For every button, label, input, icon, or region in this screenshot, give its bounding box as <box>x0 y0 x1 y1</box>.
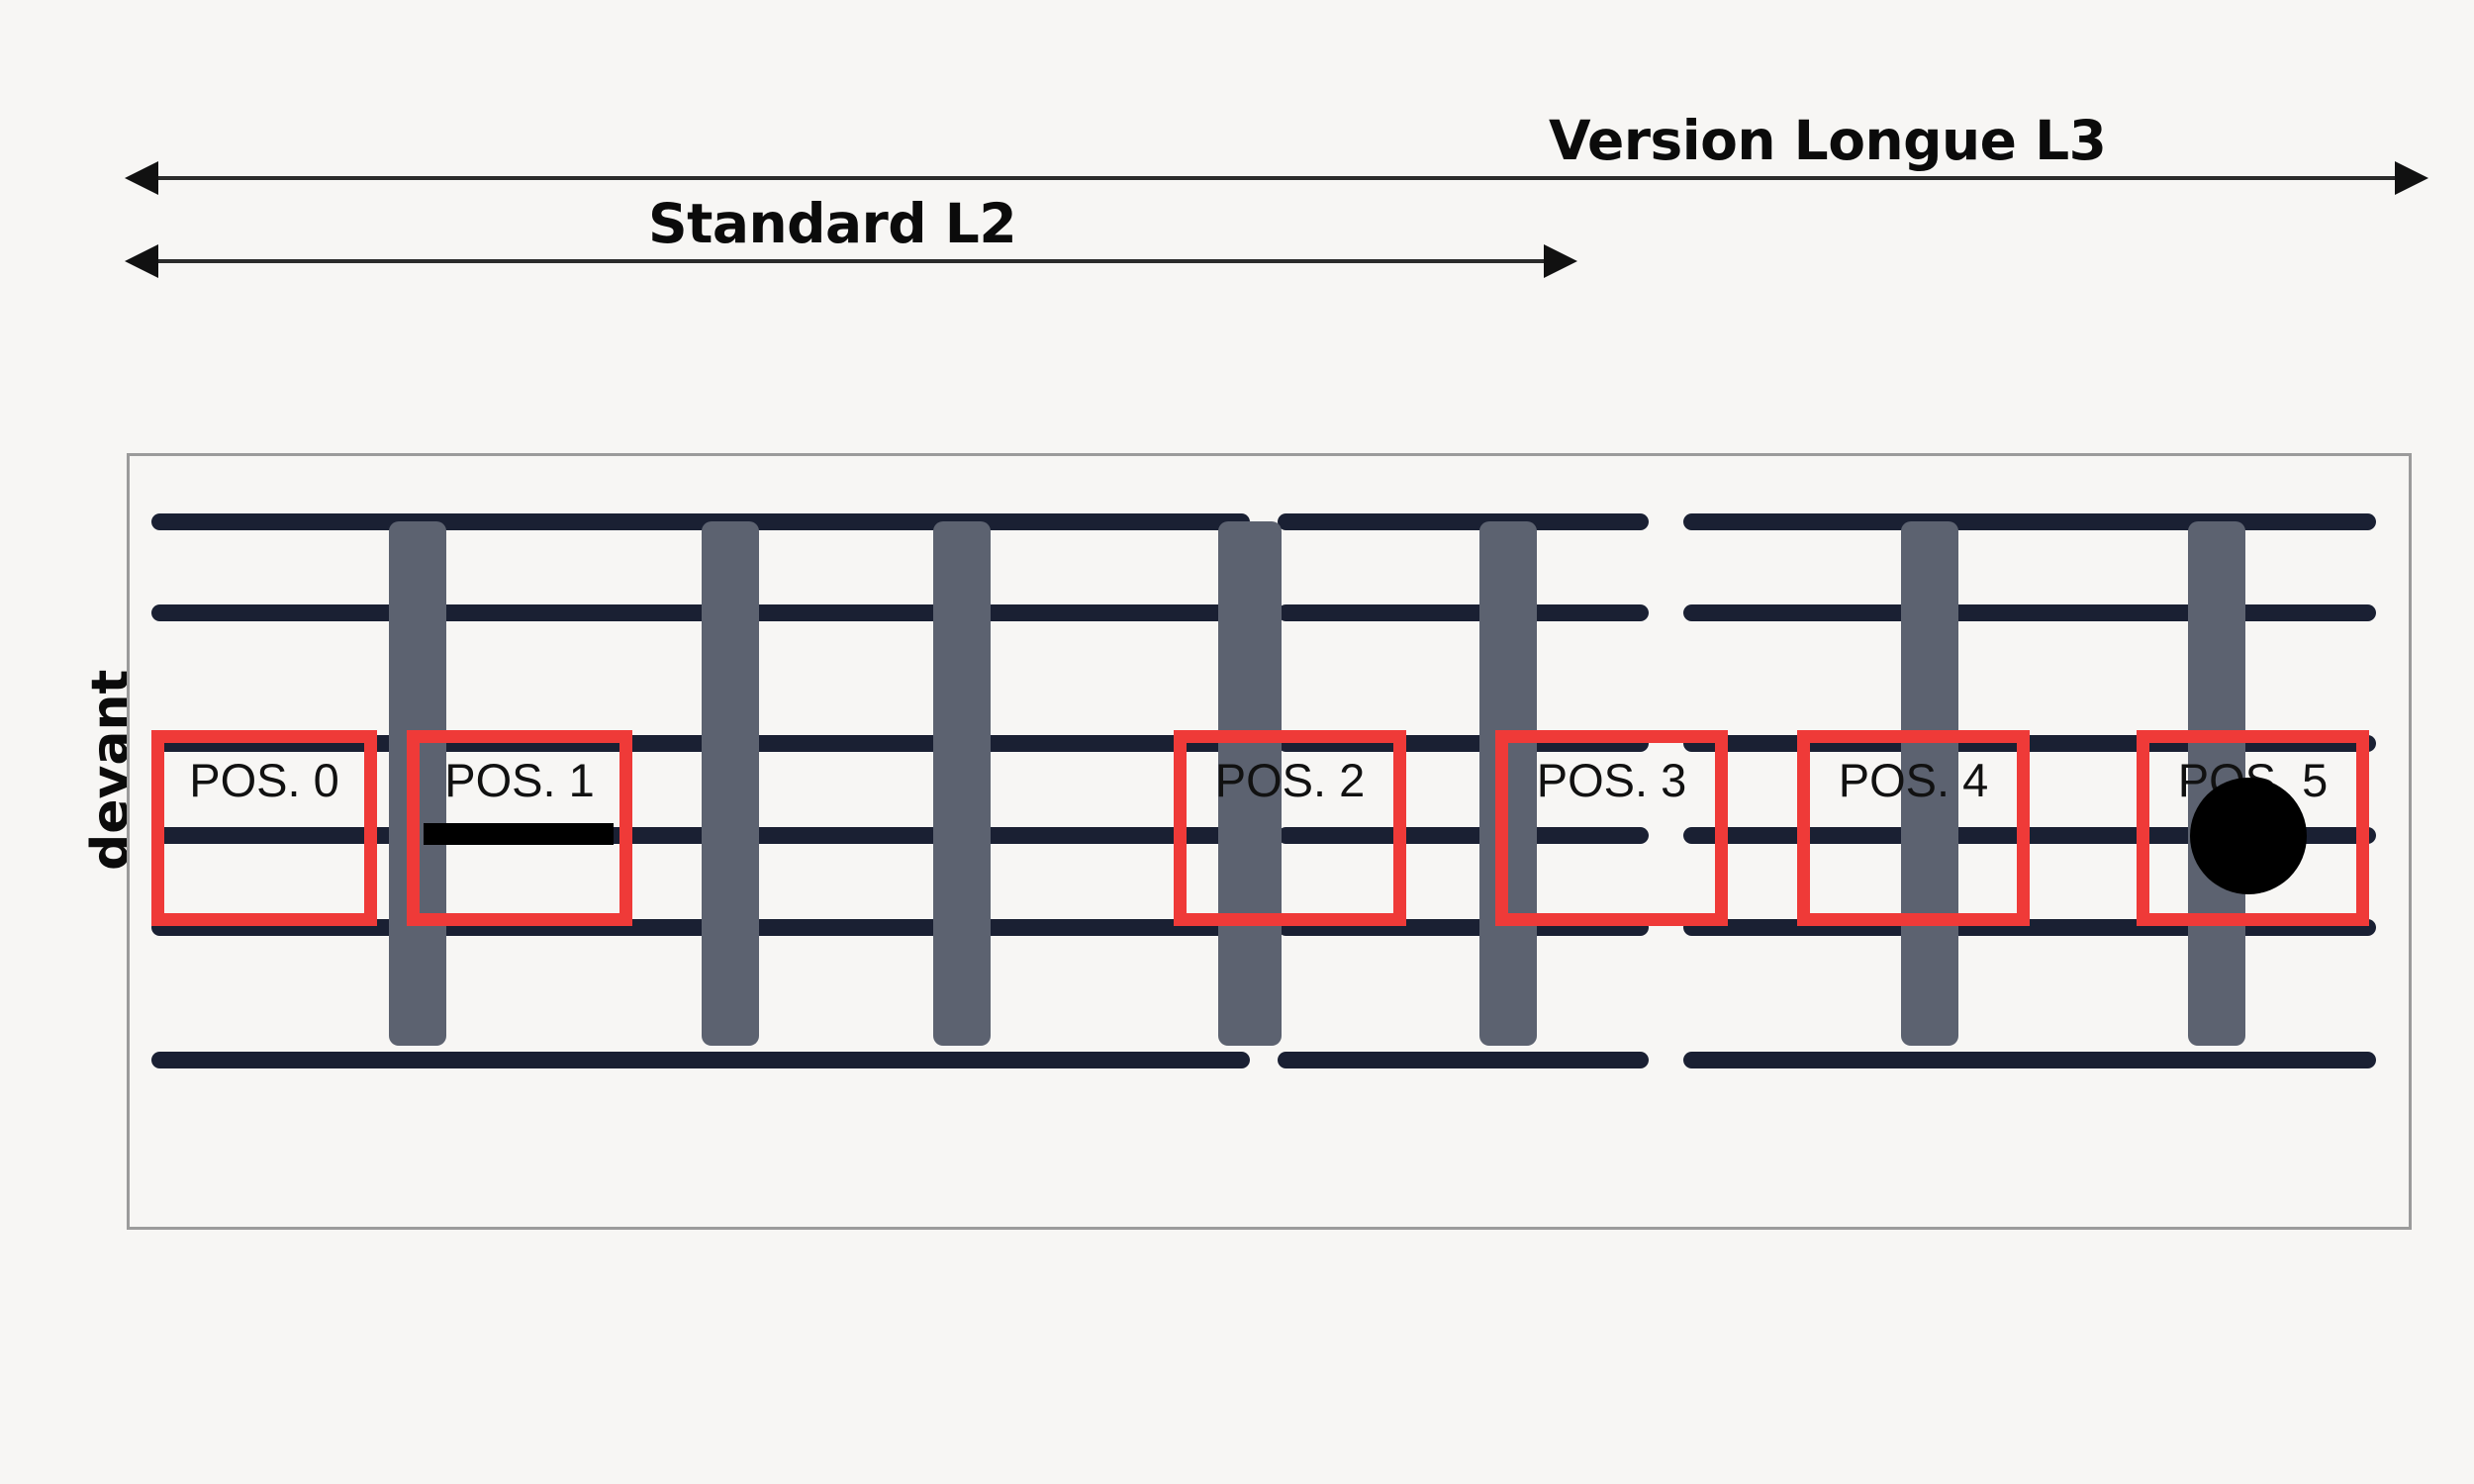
position-label-1: POS. 1 <box>444 754 595 806</box>
fret-3 <box>933 521 991 1046</box>
fret-marker-bar-pos1 <box>424 823 614 845</box>
fretboard: POS. 0 POS. 1 POS. 2 POS. 3 POS. 4 POS. … <box>127 453 2412 1230</box>
string-2-seg-c <box>1683 604 2376 621</box>
string-2-seg-b <box>1278 604 1649 621</box>
fret-2 <box>702 521 759 1046</box>
fret-6 <box>1901 521 1958 1046</box>
dimension-label-l3: Version Longue L3 <box>1549 109 2107 172</box>
dimension-line-l3 <box>158 176 2395 180</box>
position-label-0: POS. 0 <box>189 754 339 806</box>
position-box-1[interactable]: POS. 1 <box>407 730 632 926</box>
fret-5 <box>1479 521 1537 1046</box>
string-1-seg-c <box>1683 513 2376 530</box>
position-label-2: POS. 2 <box>1214 754 1366 806</box>
string-2-seg-a <box>151 604 1250 621</box>
position-box-0[interactable]: POS. 0 <box>151 730 377 926</box>
position-box-2[interactable]: POS. 2 <box>1174 730 1406 926</box>
arrow-head-left-l2 <box>125 244 158 278</box>
string-4-seg-b <box>1278 827 1649 844</box>
fret-4 <box>1218 521 1282 1046</box>
string-1-seg-a <box>151 513 1250 530</box>
arrow-head-left-l3 <box>125 161 158 195</box>
arrow-head-right-l3 <box>2395 161 2428 195</box>
fret-marker-dot-pos5 <box>2190 778 2307 894</box>
string-1-seg-b <box>1278 513 1649 530</box>
dimension-line-l2 <box>158 259 1544 263</box>
arrow-head-right-l2 <box>1544 244 1577 278</box>
position-box-3[interactable]: POS. 3 <box>1495 730 1728 926</box>
string-6-seg-c <box>1683 1052 2376 1068</box>
string-6-seg-a <box>151 1052 1250 1068</box>
dimension-label-l2: Standard L2 <box>648 192 1017 255</box>
position-label-3: POS. 3 <box>1536 754 1687 806</box>
position-label-4: POS. 4 <box>1838 754 1989 806</box>
string-6-seg-b <box>1278 1052 1649 1068</box>
position-box-4[interactable]: POS. 4 <box>1797 730 2030 926</box>
